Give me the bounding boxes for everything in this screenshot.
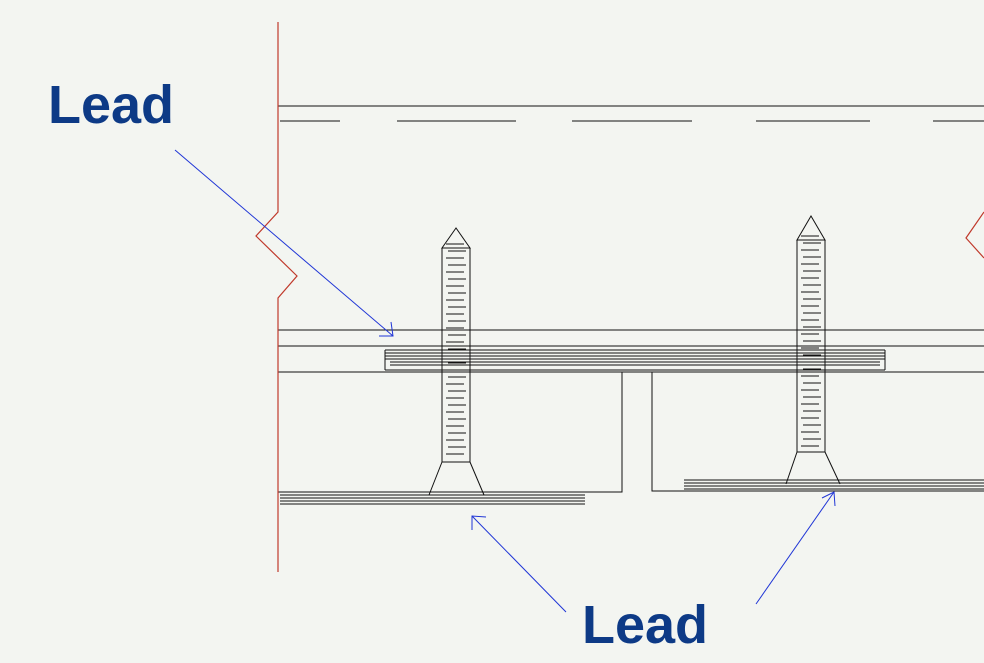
bolt-left [428, 227, 485, 496]
web-right [651, 372, 684, 492]
lower-right-lead-sheet [684, 479, 984, 492]
leader-arrow-bottom-right [755, 491, 836, 605]
leader-arrow-bottom-left [471, 515, 567, 613]
leader-arrow-top [174, 149, 394, 337]
lead-label-bottom: Lead [582, 595, 709, 655]
right-break-line [965, 211, 984, 259]
bolt-right-threads [801, 235, 821, 447]
lead-label-top: Lead [48, 75, 175, 135]
wall-break-line [255, 22, 298, 572]
upper-lead-sheet [384, 349, 886, 371]
web-left [278, 372, 623, 493]
bolt-right [785, 215, 841, 485]
bolt-left-threads [446, 243, 466, 455]
lower-left-lead-sheet [280, 491, 585, 505]
